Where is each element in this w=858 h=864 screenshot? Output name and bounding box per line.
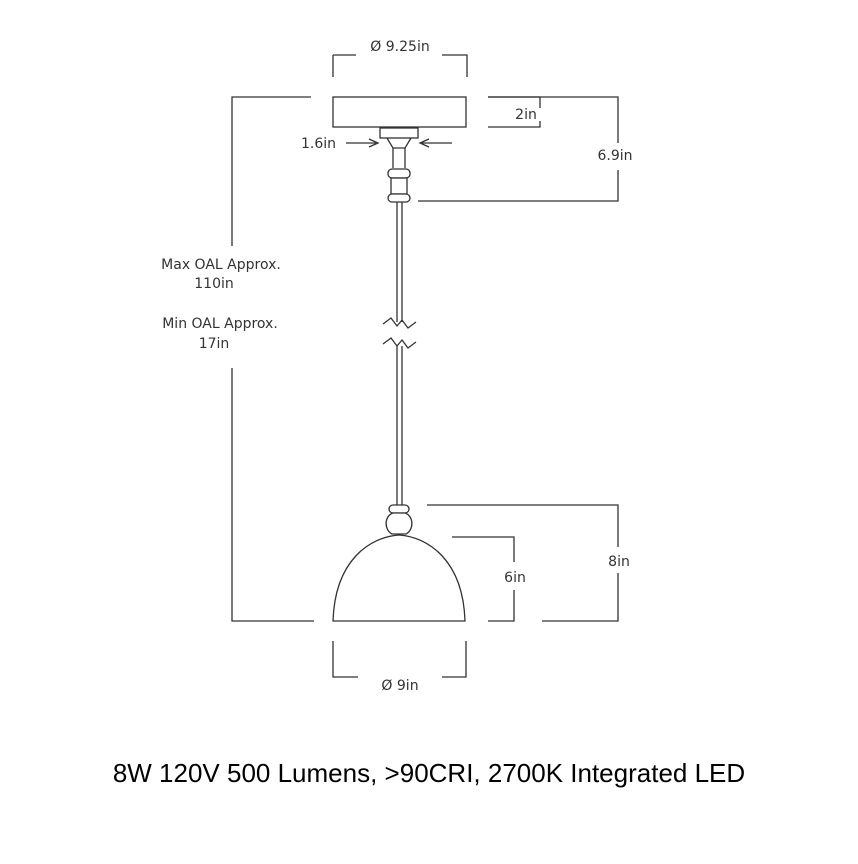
cord-upper [396, 202, 403, 322]
upper-height-label: 6.9in [597, 148, 632, 164]
spec-text: 8W 120V 500 Lumens, >90CRI, 2700K Integr… [112, 758, 746, 788]
canopy-diameter-label: Ø 9.25in [370, 39, 429, 55]
stem-diameter-label: 1.6in [301, 136, 336, 152]
min-oal-value: 17in [199, 336, 230, 352]
min-oal-label: Min OAL Approx. [162, 316, 278, 332]
max-oal-label: Max OAL Approx. [161, 257, 281, 273]
fixture-height-label: 8in [608, 554, 630, 570]
shade-width-bracket [332, 641, 467, 678]
stem-collar [390, 177, 408, 195]
oal-bracket [231, 96, 314, 622]
cord-lower [396, 346, 403, 505]
shade-dome [332, 534, 466, 622]
stem-cap [379, 127, 419, 139]
canopy-width-bracket [332, 54, 468, 77]
upper-height-bracket [418, 96, 619, 202]
cord-break-lower [382, 337, 417, 349]
shade-ring [388, 504, 410, 514]
cord-break-upper [382, 317, 417, 329]
shade-height-label: 6in [504, 570, 526, 586]
fixture-height-bracket [427, 504, 619, 622]
max-oal-value: 110in [194, 276, 233, 292]
stem-ring-lower [387, 193, 411, 203]
shade-diameter-label: Ø 9in [381, 678, 418, 694]
canopy [332, 96, 467, 128]
shade-fitter [385, 512, 413, 535]
stem-neck [386, 137, 412, 168]
stem-ring-upper [387, 168, 411, 179]
shade-height-bracket [452, 536, 515, 622]
canopy-height-label: 2in [515, 107, 537, 123]
stem-width-arrows [346, 138, 452, 148]
